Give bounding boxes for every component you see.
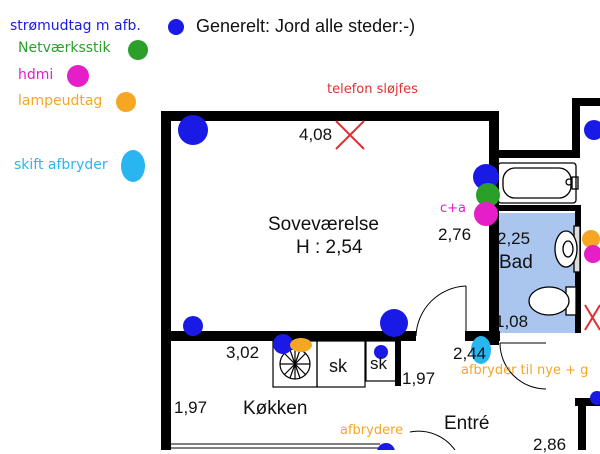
outlet-top-right [584,120,600,140]
dim-1-08: 1,08 [495,312,529,331]
dim-2-76: 2,76 [438,225,472,244]
lamp-bath-right [582,230,600,248]
legend-lampe-label: lampeudtag [18,93,103,109]
lamp-kitchen [290,338,312,352]
dim-2-86: 2,86 [533,435,567,454]
telefon-note: telefon sløjfes [327,82,418,97]
outlet-sk [374,345,388,359]
outlet-bottom [377,443,395,450]
switch-entry [471,336,491,364]
outlet-bedroom-topleft [178,115,208,145]
outlet-kitchen [273,334,293,354]
legend-dot-hdmi [67,65,89,87]
kitchen-cabinets [316,340,397,388]
legend-dot-skift [121,150,145,182]
removed-markers [335,120,600,331]
room-sovevaerelse: Soveværelse [268,214,379,235]
legend-skift-label: skift afbryder [14,157,108,173]
legend-hdmi-label: hdmi [18,67,54,83]
afbrydere-note: afbrydere [340,423,404,438]
ca-note: c+a [440,201,467,216]
network-bath-wall [476,183,500,207]
kitchen-counter [171,443,380,449]
dim-1-97-kitchen-right: 1,97 [402,369,436,388]
room-sovevaerelse-height: H : 2,54 [296,237,363,258]
room-kokken: Køkken [243,398,308,419]
outlet-bottom-right [590,391,600,405]
bath-cross-icon [584,304,600,331]
bathroom-door-swing [499,342,547,390]
left-windows [164,205,169,440]
entry-door-swing [415,285,467,337]
legend-dot-stroemudtag [168,19,184,35]
dim-2-44: 2,44 [453,344,487,363]
lower-door-swing [409,430,456,450]
dim-1-97-kitchen-left: 1,97 [174,398,208,417]
telefon-cross-icon [335,120,365,150]
general-note: Generelt: Jord alle steder:-) [196,16,416,36]
sink [554,225,581,273]
legend-dot-netvaerk [128,40,148,60]
legend-netvaerk-label: Netværksstik [18,40,111,56]
outlet-bath-wall [473,164,499,190]
bathtub [497,162,579,204]
hdmi-bath-wall [474,202,498,226]
room-bad: Bad [499,252,533,273]
room-entre: Entré [444,413,490,434]
outlet-bedroom-bottomleft [183,316,203,336]
dim-4-08: 4,08 [299,125,333,144]
fixture-sk-1: sk [329,356,347,376]
afbryder-nye-note: afbryder til nye + g [461,363,589,378]
hdmi-bath-right [584,245,600,263]
dim-2-25: 2,25 [497,229,531,248]
lower-right-wall [578,400,586,450]
outlet-bedroom-bottomright [380,309,408,337]
toilet [528,286,577,316]
dim-3-02: 3,02 [226,343,260,362]
legend-dot-lampe [116,92,136,112]
legend-stroemudtag-label: strømudtag m afb. [10,18,141,34]
fixture-sk-2: sk [370,354,387,373]
